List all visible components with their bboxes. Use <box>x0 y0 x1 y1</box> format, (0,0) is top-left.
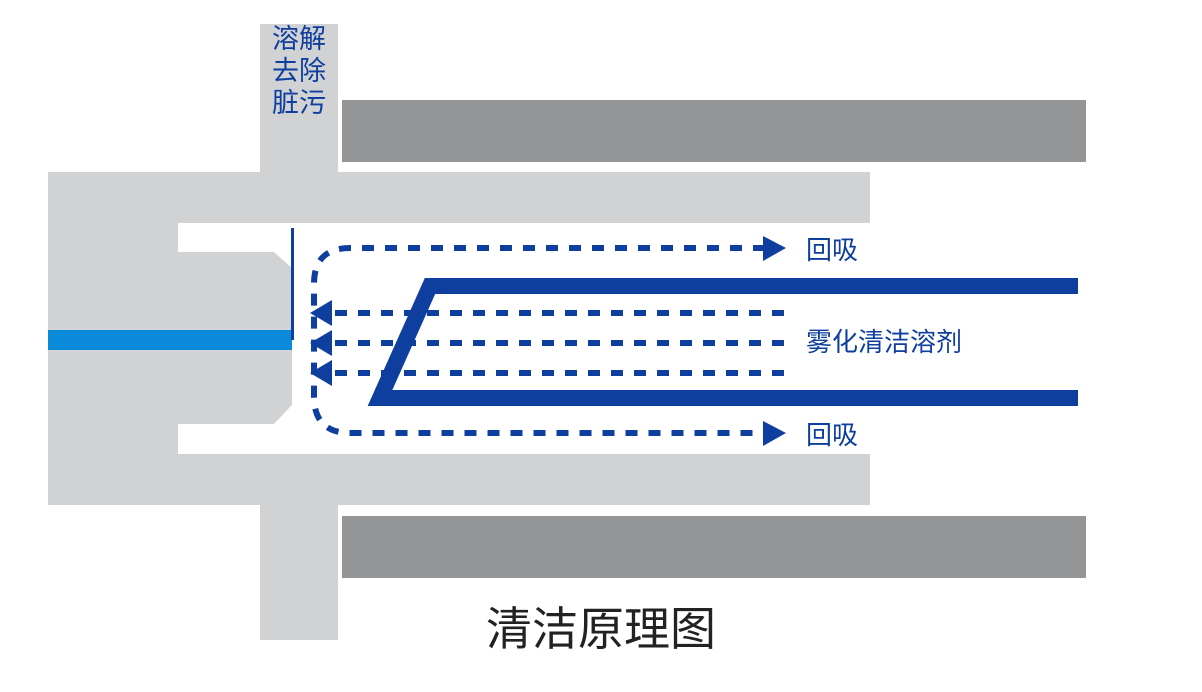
lower-dark-bar <box>342 516 1086 578</box>
suction-label-top: 回吸 <box>806 236 859 266</box>
upper-dark-bar <box>342 100 1086 162</box>
marker-line <box>291 228 294 340</box>
suction-arrow-bottom <box>763 421 786 446</box>
nozzle-cavity <box>178 223 292 268</box>
suction-label-bottom: 回吸 <box>806 421 859 451</box>
spray-arrow-3 <box>310 360 332 386</box>
suction-arrow-top <box>763 236 786 261</box>
spray-arrow-2 <box>310 330 332 356</box>
spray-arrow-1 <box>310 300 332 326</box>
nozzle-cavity-lower <box>178 405 292 454</box>
channel-cavity <box>292 223 870 454</box>
dissolve-label: 溶解去除脏污 <box>272 24 326 119</box>
solvent-label: 雾化清洁溶剂 <box>806 328 963 358</box>
diagram-caption: 清洁原理图 <box>486 602 716 656</box>
center-line <box>48 330 292 350</box>
nozzle-body <box>48 24 870 640</box>
suction-path <box>311 245 765 436</box>
